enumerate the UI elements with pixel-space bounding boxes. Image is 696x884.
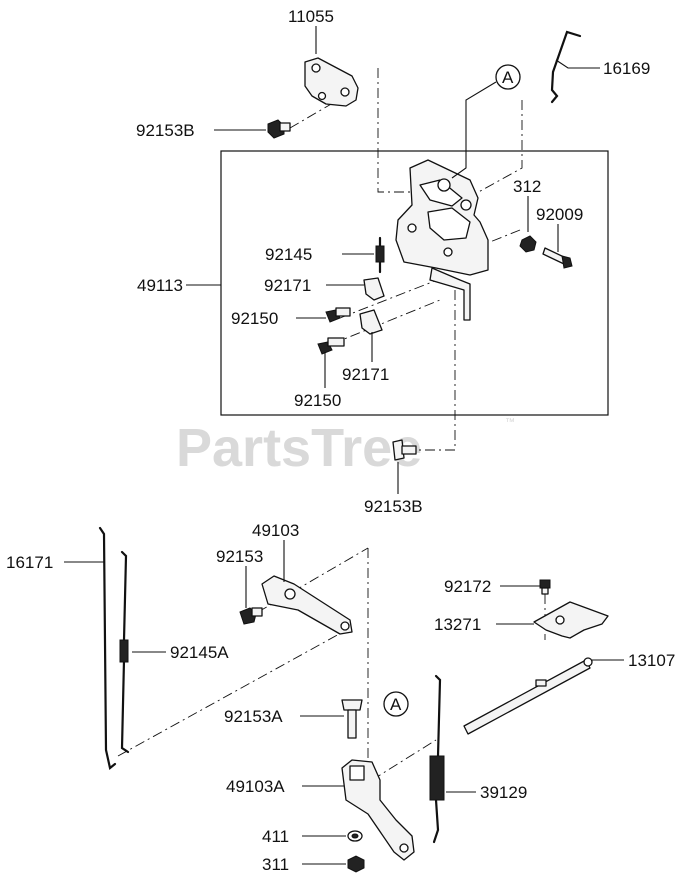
watermark-trademark: ™ — [505, 417, 515, 428]
bracket-11055[interactable] — [304, 57, 359, 107]
nut-311[interactable] — [347, 855, 365, 873]
callout-49103a: 49103A — [226, 777, 285, 796]
clip-92171-b[interactable] — [359, 309, 383, 335]
callout-92150-a: 92150 — [231, 309, 278, 328]
screw-92150-a[interactable] — [325, 307, 351, 323]
spring-92145[interactable] — [375, 236, 385, 274]
callout-92171-b: 92171 — [342, 365, 389, 384]
spring-39129[interactable] — [429, 674, 445, 844]
callout-312: 312 — [513, 177, 541, 196]
callout-13107: 13107 — [628, 651, 675, 670]
centerline-16171 — [117, 627, 351, 757]
washer-411-hole — [351, 833, 359, 839]
callout-16169: 16169 — [603, 59, 650, 78]
rod-16171[interactable] — [98, 526, 117, 770]
callout-49103: 49103 — [252, 521, 299, 540]
callout-92145: 92145 — [265, 245, 312, 264]
clip-92171-a[interactable] — [363, 277, 385, 301]
centerline-92153b-bottom — [410, 290, 456, 451]
centerline-92150b — [331, 299, 441, 345]
centerline-39129 — [371, 739, 437, 781]
watermark: PartsTree — [176, 418, 422, 478]
callout-92145a: 92145A — [170, 643, 229, 662]
rod-16169[interactable] — [550, 30, 582, 104]
callout-92150-b: 92150 — [294, 391, 341, 410]
bolt-92153a[interactable] — [341, 699, 363, 739]
plate-13271[interactable] — [533, 601, 609, 639]
screw-92150-b[interactable] — [317, 337, 345, 355]
assembly-box-49113 — [220, 150, 609, 416]
nut-312[interactable] — [519, 235, 537, 253]
ref-circle-a-bottom — [383, 691, 409, 717]
callout-16171: 16171 — [6, 553, 53, 572]
callout-ref-a-top: A — [502, 68, 514, 87]
callout-13271: 13271 — [434, 615, 481, 634]
ref-circle-a-top — [495, 64, 521, 90]
callout-49113: 49113 — [137, 276, 183, 295]
governor-bracket-49113[interactable] — [395, 159, 489, 321]
callout-92171-a: 92171 — [264, 276, 311, 295]
leader-16169 — [555, 59, 600, 69]
callout-92009: 92009 — [536, 205, 583, 224]
lever-49103a[interactable] — [341, 759, 415, 861]
callout-411: 411 — [262, 827, 289, 846]
rod-spring-92145a[interactable] — [120, 550, 130, 754]
bolt-92009[interactable] — [542, 247, 573, 269]
callout-92153b-bottom: 92153B — [364, 497, 423, 516]
callout-92153a: 92153A — [224, 707, 283, 726]
callout-92172: 92172 — [444, 577, 491, 596]
screw-92172[interactable] — [539, 579, 551, 595]
callout-311: 311 — [262, 855, 289, 874]
callout-ref-a-bottom: A — [390, 695, 402, 714]
leader-ref-a-top — [451, 81, 497, 179]
shaft-13107[interactable] — [463, 657, 593, 735]
centerline-11055 — [377, 68, 410, 193]
lever-49103[interactable] — [261, 575, 353, 635]
callout-92153b-top: 92153B — [136, 121, 195, 140]
callout-39129: 39129 — [480, 783, 527, 802]
bolt-92153b-bottom[interactable] — [392, 439, 417, 461]
spring-92145a[interactable] — [119, 639, 129, 663]
callout-92153: 92153 — [216, 547, 263, 566]
centerline-16169 — [454, 100, 523, 206]
callout-11055: 11055 — [288, 7, 334, 26]
bolt-92153[interactable] — [239, 607, 263, 625]
bolt-92153b-top[interactable] — [267, 119, 291, 139]
